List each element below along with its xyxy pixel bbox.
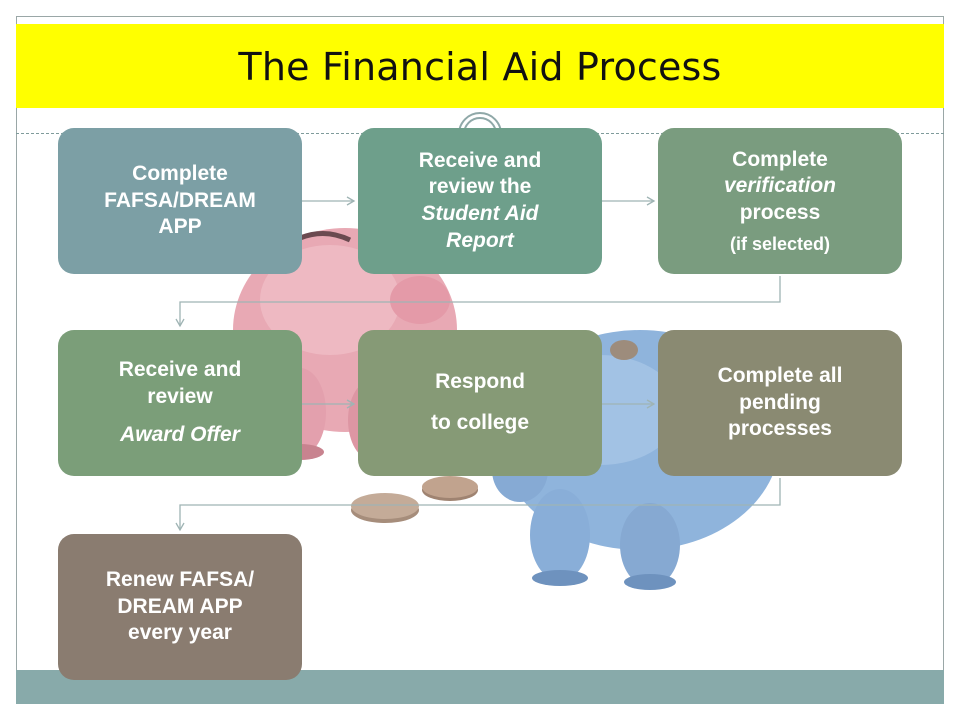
step-text: to college <box>430 411 530 434</box>
step-text: APP <box>158 215 202 239</box>
step-text-italic: Award Offer <box>120 423 240 447</box>
ring-ornament-icon <box>458 112 502 135</box>
step-complete-fafsa: Complete FAFSA/DREAM APP <box>58 128 302 274</box>
arrow-3-to-4 <box>175 276 781 328</box>
step-text-italic: Report <box>446 228 514 252</box>
step-text: Complete all <box>717 364 843 388</box>
coins-icon <box>351 476 478 523</box>
step-text: pending <box>739 390 821 414</box>
step-complete-verification: Complete verification process (if select… <box>658 128 902 274</box>
step-text: FAFSA/DREAM <box>104 188 256 212</box>
step-text: processes <box>728 417 832 441</box>
step-complete-pending-processes: Complete all pending processes <box>658 330 902 476</box>
step-text: Receive and <box>118 358 242 382</box>
step-text: Respond <box>435 370 525 394</box>
step-text-italic: Student Aid <box>421 202 539 225</box>
page-title: The Financial Aid Process <box>238 45 722 89</box>
step-text: review <box>147 384 213 408</box>
step-text: Complete <box>132 162 228 186</box>
step-text-italic: verification <box>723 174 837 198</box>
step-text: every year <box>128 621 232 645</box>
step-note: (if selected) <box>729 233 831 254</box>
step-text: Renew FAFSA/ <box>105 568 255 592</box>
step-renew-fafsa: Renew FAFSA/ DREAM APP every year <box>58 534 302 680</box>
step-review-student-aid-report: Receive and review the Student Aid Repor… <box>358 128 602 274</box>
step-text: DREAM APP <box>117 594 243 618</box>
title-bar: The Financial Aid Process <box>16 24 944 108</box>
step-review-award-offer: Receive and review Award Offer <box>58 330 302 476</box>
step-text: process <box>739 200 821 224</box>
step-respond-to-college: Respond to college <box>358 330 602 476</box>
step-text: review the <box>428 175 532 199</box>
step-text: Complete <box>732 147 828 171</box>
step-text: Receive and <box>418 148 542 172</box>
arrow-6-to-7 <box>175 478 781 532</box>
